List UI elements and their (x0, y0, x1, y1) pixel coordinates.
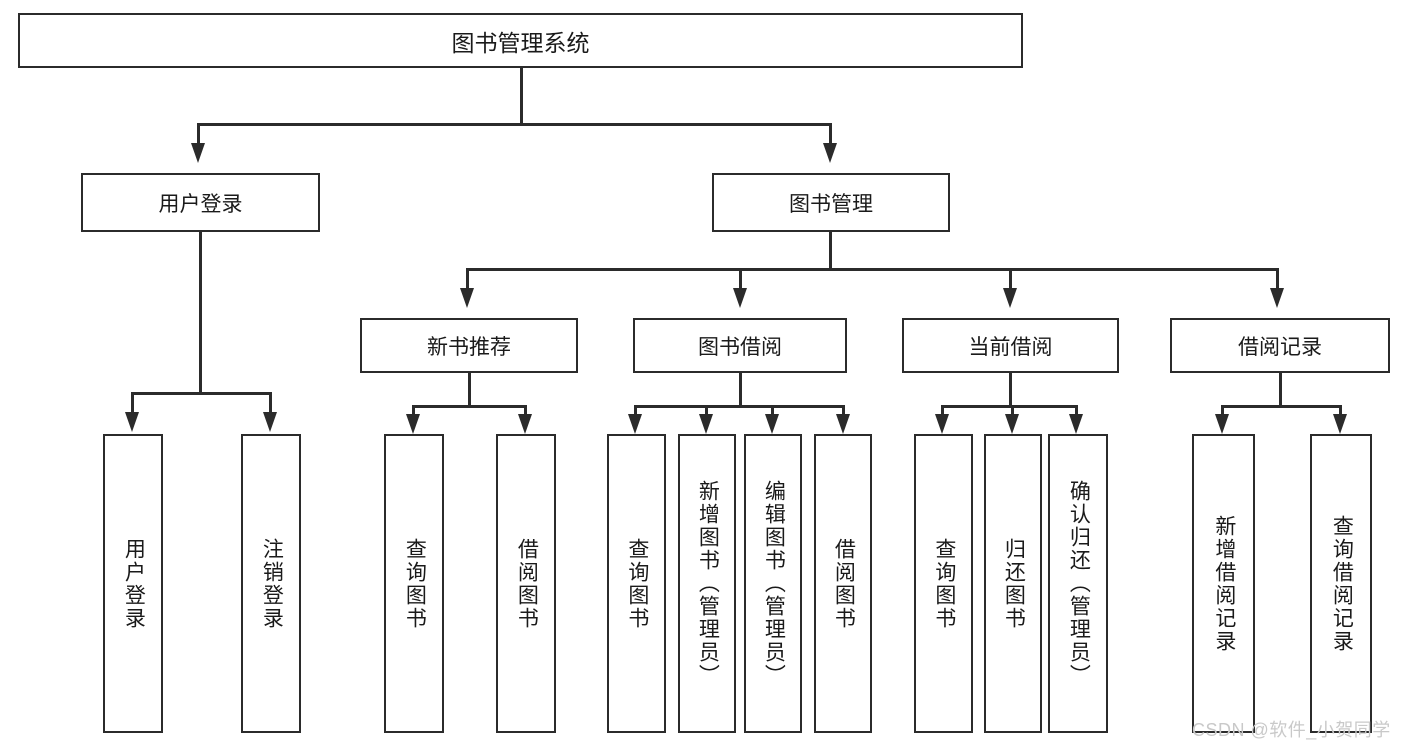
connector-current-stem (1009, 373, 1012, 407)
leaf-record-add-record-label: 新增借阅记录 (1212, 514, 1236, 653)
leaf-recommend-query-book-label: 查询图书 (403, 537, 427, 630)
leaf-recommend-borrow-book[interactable]: 借阅图书 (496, 434, 556, 733)
connector-level3-drop-3 (1009, 268, 1012, 290)
leaf-borrow-query-book[interactable]: 查询图书 (607, 434, 666, 733)
connector-borrow-drop-2 (705, 405, 708, 417)
arrow-to-borrow-leaf-2 (699, 414, 713, 434)
leaf-borrow-query-book-label: 查询图书 (625, 537, 649, 630)
arrow-to-recommend-leaf-1 (406, 414, 420, 434)
connector-borrow-drop-1 (634, 405, 637, 417)
node-book-borrow[interactable]: 图书借阅 (633, 318, 847, 373)
arrow-to-record-leaf-1 (1215, 414, 1229, 434)
node-borrow-record[interactable]: 借阅记录 (1170, 318, 1390, 373)
connector-recommend-bus (412, 405, 526, 408)
connector-current-drop-3 (1075, 405, 1078, 417)
node-root-system[interactable]: 图书管理系统 (18, 13, 1023, 68)
connector-level2-right-drop (829, 123, 832, 145)
connector-borrow-stem (739, 373, 742, 407)
arrow-to-current-leaf-2 (1005, 414, 1019, 434)
connector-recommend-drop-2 (524, 405, 527, 417)
leaf-current-query-book[interactable]: 查询图书 (914, 434, 973, 733)
leaf-current-confirm-return[interactable]: 确认归还（管理员） (1048, 434, 1108, 733)
connector-root-stem (520, 68, 523, 124)
connector-level2-left-drop (197, 123, 200, 145)
leaf-current-return-book[interactable]: 归还图书 (984, 434, 1042, 733)
connector-borrow-drop-3 (771, 405, 774, 417)
connector-book-manage-stem (829, 232, 832, 270)
connector-current-drop-2 (1011, 405, 1014, 417)
connector-record-drop-2 (1339, 405, 1342, 417)
node-book-manage-label: 图书管理 (789, 192, 873, 216)
watermark-csdn: CSDN @软件_小贺同学 (1192, 720, 1391, 740)
leaf-borrow-edit-book[interactable]: 编辑图书（管理员） (744, 434, 802, 733)
connector-borrow-bus (634, 405, 845, 408)
leaf-logout[interactable]: 注销登录 (241, 434, 301, 733)
connector-level2-bus (197, 123, 831, 126)
arrow-to-borrow-leaf-1 (628, 414, 642, 434)
leaf-user-login-label: 用户登录 (122, 537, 146, 630)
leaf-current-query-book-label: 查询图书 (932, 537, 956, 630)
arrow-to-book-manage (823, 143, 837, 163)
arrow-to-leaf-logout (263, 412, 277, 432)
connector-recommend-drop-1 (412, 405, 415, 417)
leaf-record-query-record[interactable]: 查询借阅记录 (1310, 434, 1372, 733)
connector-user-login-leaf1-drop (131, 392, 134, 412)
node-borrow-record-label: 借阅记录 (1238, 335, 1322, 359)
connector-user-login-bus (131, 392, 270, 395)
arrow-to-borrow-leaf-4 (836, 414, 850, 434)
node-user-login-label: 用户登录 (158, 192, 243, 216)
leaf-record-add-record[interactable]: 新增借阅记录 (1192, 434, 1255, 733)
node-book-borrow-label: 图书借阅 (698, 335, 782, 359)
node-book-manage[interactable]: 图书管理 (712, 173, 950, 232)
arrow-to-borrow-leaf-3 (765, 414, 779, 434)
arrow-to-current-leaf-3 (1069, 414, 1083, 434)
leaf-recommend-query-book[interactable]: 查询图书 (384, 434, 444, 733)
node-new-book-recommend-label: 新书推荐 (427, 335, 511, 359)
node-new-book-recommend[interactable]: 新书推荐 (360, 318, 578, 373)
arrow-to-current-leaf-1 (935, 414, 949, 434)
connector-user-login-stem (199, 232, 202, 394)
leaf-user-login[interactable]: 用户登录 (103, 434, 163, 733)
connector-recommend-stem (468, 373, 471, 407)
leaf-recommend-borrow-book-label: 借阅图书 (515, 537, 539, 630)
connector-record-bus (1221, 405, 1341, 408)
connector-record-stem (1279, 373, 1282, 407)
leaf-current-return-book-label: 归还图书 (1002, 537, 1026, 630)
connector-user-login-leaf2-drop (269, 392, 272, 412)
connector-record-drop-1 (1221, 405, 1224, 417)
arrow-to-new-book-recommend (460, 288, 474, 308)
connector-borrow-drop-4 (842, 405, 845, 417)
connector-level3-drop-2 (739, 268, 742, 290)
connector-level3-drop-4 (1276, 268, 1279, 290)
node-current-borrow[interactable]: 当前借阅 (902, 318, 1119, 373)
node-user-login[interactable]: 用户登录 (81, 173, 320, 232)
leaf-borrow-add-book[interactable]: 新增图书（管理员） (678, 434, 736, 733)
node-current-borrow-label: 当前借阅 (968, 335, 1053, 359)
arrow-to-recommend-leaf-2 (518, 414, 532, 434)
connector-current-bus (941, 405, 1077, 408)
arrow-to-record-leaf-2 (1333, 414, 1347, 434)
arrow-to-current-borrow (1003, 288, 1017, 308)
leaf-record-query-record-label: 查询借阅记录 (1330, 514, 1354, 653)
leaf-borrow-borrow-book[interactable]: 借阅图书 (814, 434, 872, 733)
arrow-to-leaf-user-login (125, 412, 139, 432)
connector-level3-drop-1 (466, 268, 469, 290)
arrow-to-user-login (191, 143, 205, 163)
leaf-current-confirm-return-label: 确认归还（管理员） (1067, 480, 1091, 687)
connector-current-drop-1 (941, 405, 944, 417)
connector-level3-bus (466, 268, 1276, 271)
leaf-borrow-edit-book-label: 编辑图书（管理员） (762, 480, 786, 687)
arrow-to-borrow-record (1270, 288, 1284, 308)
leaf-logout-label: 注销登录 (260, 537, 284, 630)
leaf-borrow-borrow-book-label: 借阅图书 (832, 537, 856, 630)
node-root-label: 图书管理系统 (451, 29, 590, 56)
leaf-borrow-add-book-label: 新增图书（管理员） (696, 480, 720, 687)
arrow-to-book-borrow (733, 288, 747, 308)
